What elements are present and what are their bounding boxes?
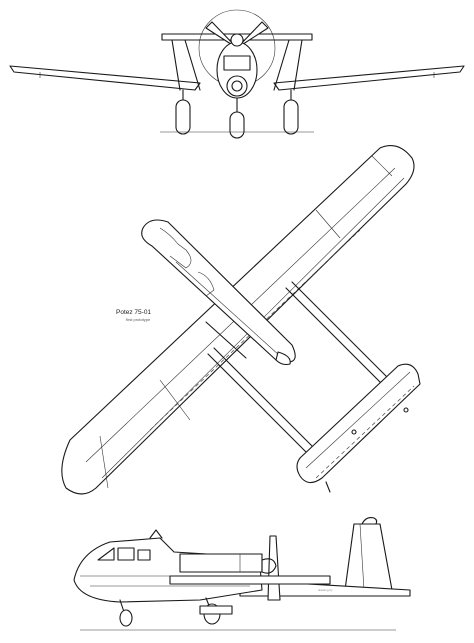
tail-boom-left — [207, 347, 317, 457]
spinner — [230, 33, 244, 47]
right-wing-front — [273, 65, 465, 91]
fuselage-top — [141, 219, 296, 363]
horizontal-tail-top — [296, 363, 421, 484]
main-gear-right — [283, 89, 299, 135]
top-view — [61, 145, 421, 495]
nose-gear-side — [119, 599, 133, 627]
propeller-side — [267, 535, 281, 601]
vertical-fin — [344, 523, 393, 591]
front-view — [9, 9, 465, 139]
left-wing-front — [9, 65, 201, 91]
aircraft-subtitle: first prototype — [126, 317, 151, 322]
main-gear-side — [199, 597, 233, 625]
main-gear-left — [175, 89, 191, 135]
tail-boom-right — [285, 281, 395, 391]
side-view — [73, 517, 411, 631]
aircraft-title: Potez 75-01 — [116, 309, 152, 316]
nose-gear — [229, 97, 245, 139]
drawing-credit: drawing by · — [318, 588, 335, 592]
